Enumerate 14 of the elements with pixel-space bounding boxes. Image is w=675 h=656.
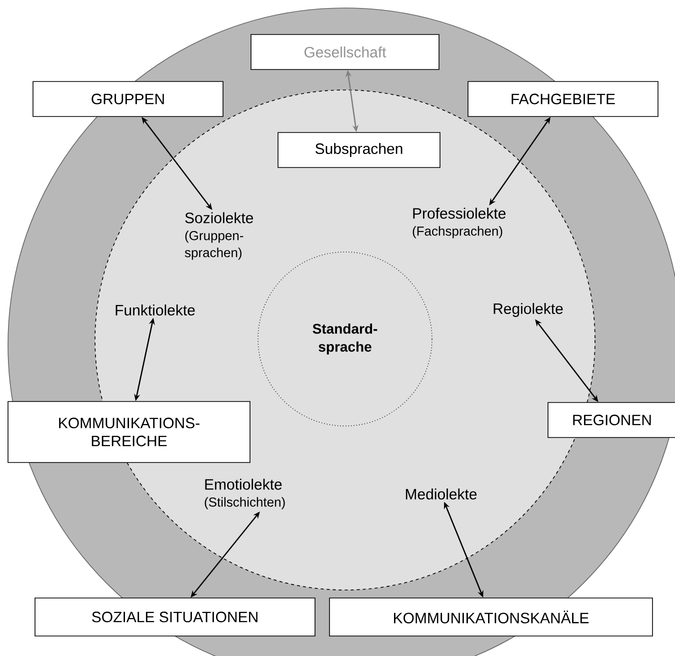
label-box: KOMMUNIKATIONS- BEREICHE	[8, 401, 250, 463]
label-box: Gesellschaft	[250, 34, 440, 70]
dialect-label: Regiolekte	[494, 303, 563, 317]
label-box: FACHGEBIETE	[468, 81, 658, 117]
dialect-label: Soziolekte (Gruppen- sprachen)	[184, 212, 254, 260]
dialect-label: Mediolekte	[406, 488, 477, 500]
dialect-label: Professiolekte (Fachsprachen)	[412, 208, 506, 238]
label-box: Subsprachen	[278, 132, 440, 168]
dialect-label: Emotiolekte (Stilschichten)	[204, 478, 285, 510]
label-box: GRUPPEN	[32, 81, 224, 117]
label-box: KOMMUNIKATIONSKANÄLE	[329, 598, 653, 636]
dialect-label: Funktiolekte	[116, 304, 195, 316]
label-box: REGIONEN	[548, 402, 675, 438]
label-box: SOZIALE SITUATIONEN	[34, 598, 316, 636]
